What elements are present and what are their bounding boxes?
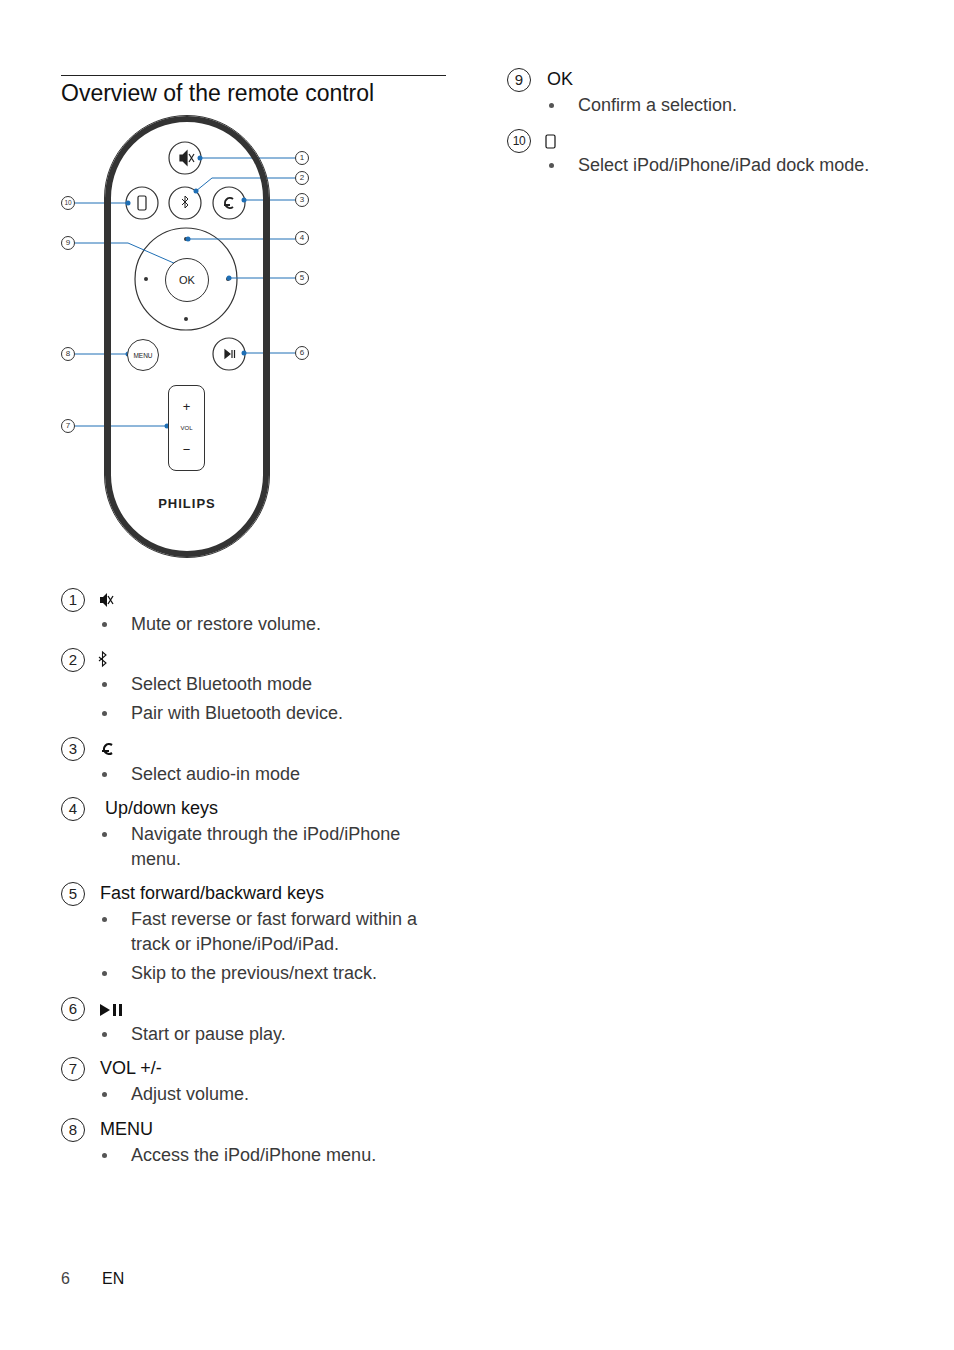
list-icons — [99, 135, 555, 1016]
item-number: 7 — [61, 1057, 85, 1081]
callout-number: 6 — [295, 346, 309, 360]
volume-rocker: + VOL − — [168, 385, 205, 471]
callout-number: 4 — [295, 231, 309, 245]
nav-dots — [144, 237, 230, 321]
callout-number: 8 — [61, 347, 75, 361]
item-number: 10 — [507, 129, 531, 153]
button-text: OK — [179, 274, 195, 286]
item-heading: VOL +/- — [100, 1056, 162, 1081]
bullet-dot — [102, 1092, 107, 1097]
item-heading: MENU — [100, 1117, 153, 1142]
button-text: − — [183, 443, 191, 456]
remote-body: PHILIPS OK MENU + VOL − — [104, 115, 270, 558]
item-number: 1 — [61, 588, 85, 612]
button-text: VOL — [180, 424, 192, 432]
button-text: MENU — [133, 352, 152, 359]
page-footer: 6 — [61, 1266, 70, 1291]
item-number: 9 — [507, 68, 531, 92]
item-number: 5 — [61, 882, 85, 906]
description-text: Select iPod/iPhone/iPad dock mode. — [578, 153, 869, 178]
item-heading: Fast forward/backward keys — [100, 881, 324, 906]
page-title: Overview of the remote control — [61, 79, 374, 107]
item-number: 2 — [61, 648, 85, 672]
item-number: 4 — [61, 797, 85, 821]
description-text: Skip to the previous/next track. — [131, 961, 377, 986]
bullet-dot — [102, 1153, 107, 1158]
description-text: Pair with Bluetooth device. — [131, 701, 343, 726]
remote-button: OK — [165, 258, 209, 302]
bullet-dot — [102, 917, 107, 922]
remote-buttons — [126, 142, 245, 370]
bullet-dot — [102, 711, 107, 716]
description-text: Fast reverse or fast forward within a tr… — [131, 907, 441, 957]
remote-button: MENU — [127, 339, 159, 371]
bullet-dot — [549, 103, 554, 108]
callout-number: 3 — [295, 193, 309, 207]
item-heading: OK — [547, 67, 573, 92]
description-text: Select Bluetooth mode — [131, 672, 312, 697]
description-text: Navigate through the iPod/iPhone menu. — [131, 822, 431, 872]
callout-number: 1 — [295, 151, 309, 165]
page-footer: EN — [102, 1266, 124, 1291]
brand-logo: PHILIPS — [105, 496, 269, 511]
item-number: 3 — [61, 737, 85, 761]
description-text: Start or pause play. — [131, 1022, 286, 1047]
callout-number: 2 — [295, 171, 309, 185]
callout-number: 9 — [61, 236, 75, 250]
bullet-dot — [549, 163, 554, 168]
callout-number: 10 — [61, 196, 75, 210]
callout-number: 5 — [295, 271, 309, 285]
bullet-dot — [102, 682, 107, 687]
description-text: Adjust volume. — [131, 1082, 249, 1107]
description-text: Confirm a selection. — [578, 93, 737, 118]
item-heading: Up/down keys — [105, 796, 218, 821]
bullet-dot — [102, 772, 107, 777]
callout-number: 7 — [61, 419, 75, 433]
description-text: Mute or restore volume. — [131, 612, 321, 637]
button-icons — [138, 151, 235, 358]
bullet-dot — [102, 832, 107, 837]
bullet-dot — [102, 971, 107, 976]
bullet-dot — [102, 622, 107, 627]
item-number: 6 — [61, 997, 85, 1021]
title-rule — [61, 75, 446, 76]
description-text: Select audio-in mode — [131, 762, 300, 787]
description-text: Access the iPod/iPhone menu. — [131, 1143, 376, 1168]
button-text: + — [183, 400, 191, 413]
bullet-dot — [102, 1032, 107, 1037]
item-number: 8 — [61, 1118, 85, 1142]
